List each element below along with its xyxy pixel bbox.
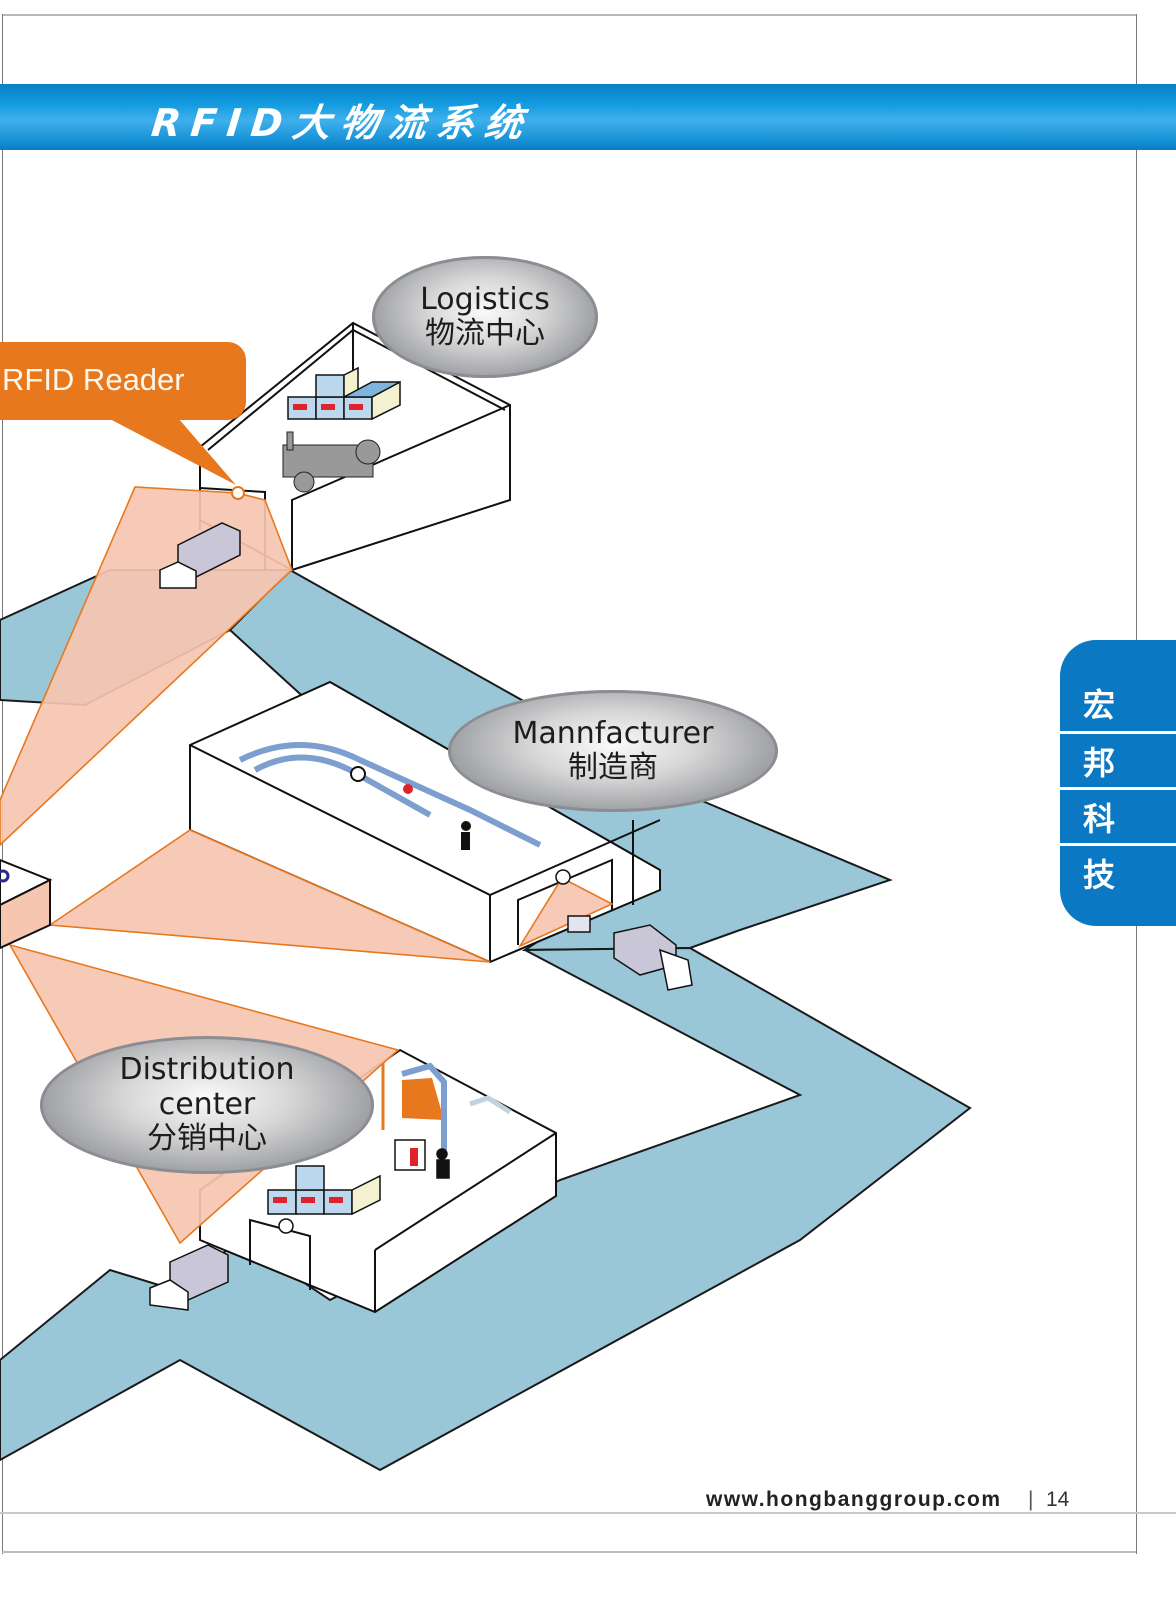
callout-pointer: [108, 418, 236, 485]
forklift-icon: [282, 431, 381, 493]
brand-side-tab: 宏 邦 科 技: [1060, 640, 1176, 926]
logistics-center-bubble: Logistics 物流中心: [372, 256, 598, 378]
distribution-label-zh: 分销中心: [147, 1121, 267, 1157]
rfid-reader-icon: [278, 1218, 294, 1234]
box-stack-icon: [287, 366, 401, 421]
rfid-gate-icon: [401, 1062, 512, 1150]
worker-icon: [461, 821, 471, 850]
logistics-label-en: Logistics: [420, 281, 550, 317]
manufacturer-label-zh: 制造商: [568, 750, 658, 785]
rfid-reader-label: RFID Reader: [2, 362, 185, 397]
rfid-reader-icon: [555, 869, 571, 885]
page-frame-top: [2, 14, 1136, 16]
title-banner: RFID大物流系统: [0, 84, 1176, 150]
truck-icon: [149, 1244, 229, 1311]
brand-char: 技: [1060, 843, 1176, 899]
alert-dot-icon: [403, 784, 413, 794]
distribution-label-en-1: Distribution: [119, 1052, 295, 1088]
manufacturer-label-en: Mannfacturer: [512, 715, 714, 751]
page-frame-left: [2, 14, 3, 1554]
footer-separator: |: [1028, 1488, 1034, 1511]
manufacturer-bubble: Mannfacturer 制造商: [448, 690, 778, 812]
rfid-reader-icon: [231, 486, 245, 500]
page-number: 14: [1046, 1488, 1070, 1511]
brand-char: 邦: [1060, 731, 1176, 787]
central-reader-box: [0, 858, 53, 950]
brand-char: 科: [1060, 787, 1176, 843]
website-link[interactable]: www.hongbanggroup.com: [706, 1488, 1002, 1511]
rfid-field-mfg-door: [517, 876, 614, 948]
logistics-label-zh: 物流中心: [425, 316, 545, 351]
footer-divider: [0, 1512, 1176, 1514]
truck-icon: [159, 522, 241, 589]
road-right: [0, 946, 972, 1472]
box-stack-icon: [267, 1165, 381, 1216]
rfid-reader-callout: RFID Reader: [0, 342, 246, 420]
pallet-cart-icon: [567, 915, 591, 933]
page-frame-bottom: [2, 1551, 1136, 1553]
distribution-center-bubble: Distribution center 分销中心: [40, 1036, 374, 1174]
production-line-icon: [238, 742, 542, 848]
sensor-icon: [350, 766, 366, 782]
truck-icon: [613, 924, 693, 991]
rfid-field-manufacturer: [47, 829, 491, 963]
rfid-field-logistics: [0, 486, 293, 847]
distribution-label-en-2: center: [158, 1086, 256, 1122]
computer-workstation-icon: [394, 1139, 450, 1179]
brand-char: 宏: [1082, 686, 1115, 724]
